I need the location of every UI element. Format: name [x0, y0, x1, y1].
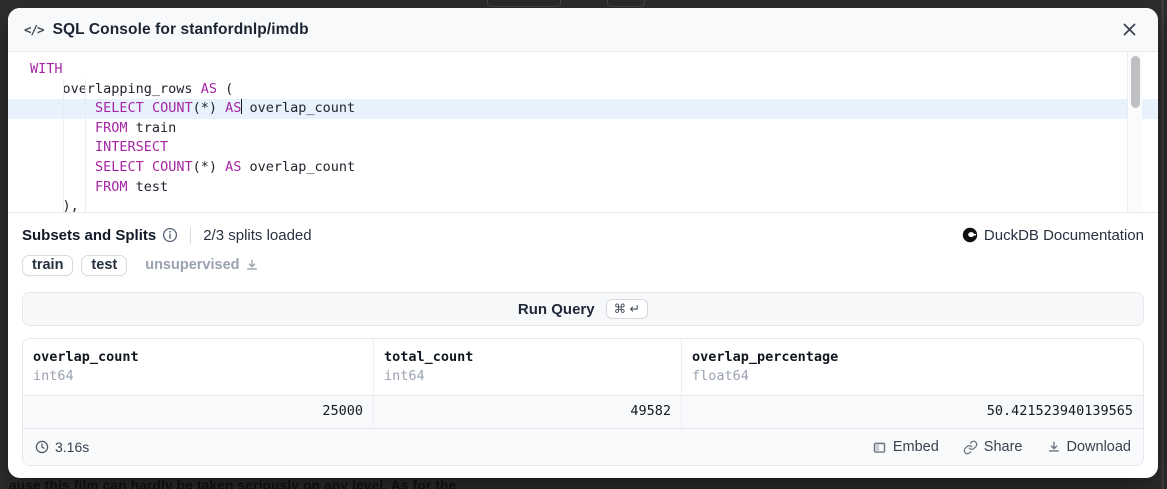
sql-keyword: FROM	[95, 178, 128, 195]
code-line[interactable]: FROM test	[8, 178, 1158, 198]
sql-keyword: AS	[225, 158, 242, 175]
divider	[190, 226, 192, 244]
download-button[interactable]: Download	[1047, 439, 1132, 455]
sql-text	[144, 159, 152, 175]
elapsed-label: 3.16s	[55, 439, 90, 455]
split-badge-label: train	[32, 256, 64, 273]
sql-text: train	[127, 119, 177, 136]
sql-keyword: FROM	[95, 119, 128, 136]
split-badges-row: train test unsupervised	[22, 252, 1144, 278]
duckdb-logo-icon	[962, 227, 978, 243]
sql-keyword: AS	[200, 80, 217, 97]
column-type: float64	[692, 368, 749, 384]
run-query-button[interactable]: Run Query ⌘ ↵	[22, 292, 1144, 326]
footer-actions: Embed Share Download	[848, 439, 1131, 455]
column-name: overlap_percentage	[692, 349, 839, 365]
download-icon	[1048, 441, 1059, 452]
column-name: overlap_count	[33, 349, 139, 365]
split-badge-unsupervised[interactable]: unsupervised	[135, 255, 268, 276]
splits-bar: Subsets and Splits 2/3 splits loaded Duc…	[22, 222, 1144, 248]
background-artifact	[487, 0, 561, 7]
sql-text: test	[127, 178, 169, 195]
splits-loaded-status: 2/3 splits loaded	[203, 226, 312, 244]
close-button[interactable]	[1117, 17, 1142, 42]
sql-keyword: WITH	[30, 61, 63, 77]
code-line[interactable]: INTERSECT	[8, 138, 1158, 158]
sql-text	[144, 100, 152, 116]
split-badge-label: test	[91, 256, 118, 273]
splits-title: Subsets and Splits	[22, 226, 157, 244]
split-badge-train[interactable]: train	[22, 254, 74, 276]
column-name: total_count	[384, 349, 474, 365]
background-artifact	[607, 0, 645, 7]
table-cell: 50.421523940139565	[681, 396, 1143, 428]
sql-text: overlapping_rows	[30, 80, 201, 97]
text-cursor	[240, 99, 243, 115]
results-footer: 3.16s Embed Share Download	[23, 428, 1143, 465]
sql-text: (	[216, 80, 234, 97]
modal-header: </> SQL Console for stanfordnlp/imdb	[8, 8, 1158, 52]
sql-text: ),	[30, 198, 79, 213]
sql-keyword: COUNT	[151, 158, 193, 175]
share-button[interactable]: Share	[963, 439, 1023, 455]
info-button[interactable]	[162, 227, 178, 243]
sql-text: (*)	[192, 158, 226, 175]
share-link-icon	[963, 440, 978, 454]
split-badge-test[interactable]: test	[81, 254, 128, 276]
editor-scrollbar-track[interactable]	[1127, 52, 1142, 212]
column-type: int64	[384, 368, 425, 384]
download-icon	[246, 259, 257, 270]
table-cell: 49582	[373, 396, 681, 428]
info-icon	[163, 227, 178, 243]
column-header-overlap_count: overlap_count int64	[23, 339, 373, 395]
editor-scrollbar-thumb[interactable]	[1131, 56, 1140, 108]
sql-text: (*)	[192, 100, 226, 117]
code-line-active[interactable]: SELECT COUNT(*) AS overlap_count	[8, 99, 1158, 119]
embed-icon	[873, 442, 886, 453]
table-cell: 25000	[322, 403, 363, 419]
sql-console-modal: </> SQL Console for stanfordnlp/imdb WIT…	[8, 8, 1158, 478]
duckdb-documentation-link[interactable]: DuckDB Documentation	[962, 227, 1144, 244]
close-icon	[1123, 23, 1136, 36]
code-line[interactable]: ),	[8, 197, 1158, 213]
run-query-label: Run Query	[517, 300, 595, 318]
sql-keyword: COUNT	[151, 100, 193, 117]
indent-guide	[85, 79, 86, 212]
sql-keyword: SELECT	[95, 100, 144, 117]
code-line[interactable]: SELECT COUNT(*) AS overlap_count	[8, 158, 1158, 178]
column-header-overlap_percentage: overlap_percentage float64	[681, 339, 1143, 395]
background-page-text: ause this film can hardly be taken serio…	[9, 478, 457, 489]
modal-title: SQL Console for stanfordnlp/imdb	[52, 20, 309, 38]
sql-keyword: SELECT	[95, 158, 144, 175]
sql-editor[interactable]: WITH overlapping_rows AS ( SELECT COUNT(…	[8, 52, 1158, 213]
embed-label: Embed	[892, 439, 939, 455]
indent-guide	[63, 79, 64, 212]
code-line[interactable]: overlapping_rows AS (	[8, 80, 1158, 100]
sql-text: overlap_count	[241, 100, 356, 117]
download-label: Download	[1066, 439, 1132, 455]
column-type: int64	[33, 368, 74, 384]
column-header-total_count: total_count int64	[373, 339, 681, 395]
code-line[interactable]: WITH	[8, 60, 1158, 80]
sql-keyword: INTERSECT	[95, 139, 169, 156]
sql-keyword: AS	[225, 100, 242, 117]
clock-icon	[35, 440, 49, 454]
query-elapsed-time: 3.16s	[35, 439, 89, 455]
sql-text: overlap_count	[241, 158, 356, 175]
code-line[interactable]: FROM train	[8, 119, 1158, 139]
share-label: Share	[983, 439, 1023, 455]
background-page-scrollbar	[1161, 0, 1164, 489]
keyboard-shortcut-badge: ⌘ ↵	[605, 299, 649, 319]
split-badge-label: unsupervised	[145, 256, 240, 273]
embed-button[interactable]: Embed	[872, 439, 939, 455]
code-area[interactable]: WITH overlapping_rows AS ( SELECT COUNT(…	[8, 60, 1158, 213]
code-icon: </>	[24, 22, 45, 37]
duckdb-documentation-label: DuckDB Documentation	[983, 226, 1144, 244]
